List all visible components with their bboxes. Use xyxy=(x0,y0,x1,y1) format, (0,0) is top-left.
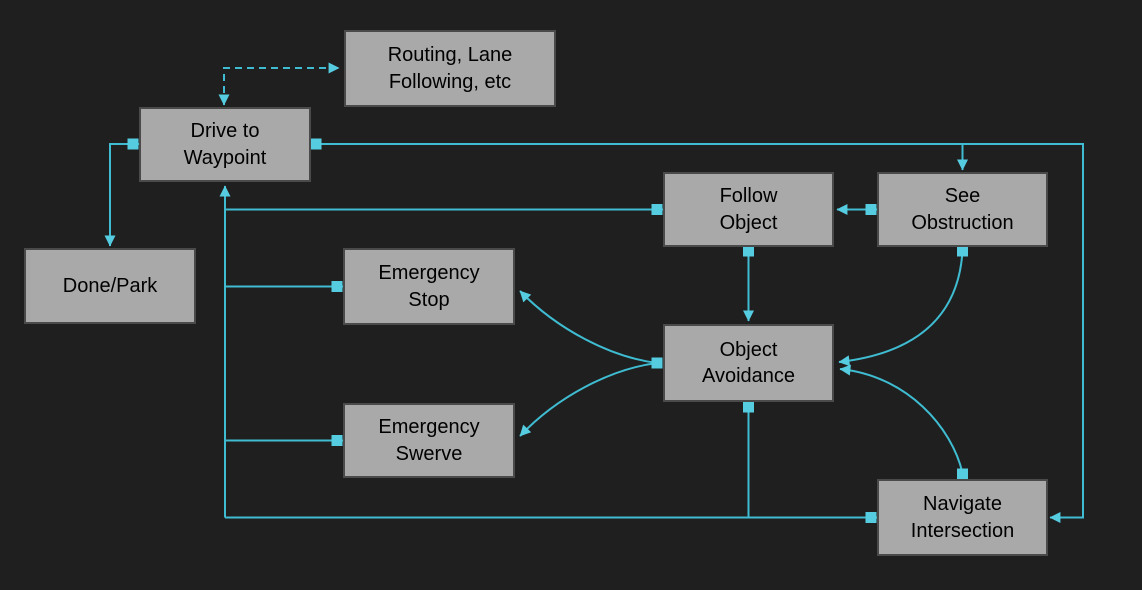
source-connector-square xyxy=(127,138,139,150)
edge-drive-to-waypoint-to-see-obstruction xyxy=(311,143,968,171)
state-node-emergency-stop[interactable]: Emergency Stop xyxy=(343,248,515,325)
state-node-emergency-swerve[interactable]: Emergency Swerve xyxy=(343,403,515,478)
state-label: Emergency Stop xyxy=(378,262,480,311)
edge-drive-to-waypoint-to-done-park xyxy=(104,143,139,247)
state-label: Done/Park xyxy=(62,274,158,297)
source-connector-square xyxy=(651,357,663,369)
edge-navigate-intersection-to-object-avoidance xyxy=(839,364,964,474)
state-label: Drive to Waypoint xyxy=(183,120,267,169)
edge-see-obstruction-to-object-avoidance xyxy=(838,250,964,367)
source-connector-square xyxy=(865,512,877,523)
source-connector-square xyxy=(743,401,754,413)
source-connector-square xyxy=(331,435,343,446)
state-node-object-avoidance[interactable]: Object Avoidance xyxy=(663,324,834,402)
source-connector-square xyxy=(331,281,343,292)
state-label: Emergency Swerve xyxy=(378,416,480,465)
edge-drive-to-waypoint-to-navigate-intersection xyxy=(311,143,1084,523)
source-connector-square xyxy=(310,138,322,150)
source-connector-square xyxy=(743,245,754,257)
state-label: Routing, Lane Following, etc xyxy=(387,44,513,93)
edge-drive-to-waypoint-to-routing-lane-following xyxy=(218,62,340,106)
edge-object-avoidance-to-emergency-swerve xyxy=(519,362,658,437)
source-connector-square xyxy=(865,204,877,215)
source-connector-square xyxy=(957,468,968,480)
source-connector-square xyxy=(957,245,968,257)
state-node-routing-lane-following[interactable]: Routing, Lane Following, etc xyxy=(344,30,556,107)
state-node-drive-to-waypoint[interactable]: Drive to Waypoint xyxy=(139,107,311,182)
edge-object-avoidance-to-emergency-stop xyxy=(519,290,658,364)
state-node-done-park[interactable]: Done/Park xyxy=(24,248,196,324)
source-connector-square xyxy=(651,204,663,215)
state-node-follow-object[interactable]: Follow Object xyxy=(663,172,834,247)
state-label: Navigate Intersection xyxy=(910,493,1015,542)
state-node-navigate-intersection[interactable]: Navigate Intersection xyxy=(877,479,1048,556)
state-node-see-obstruction[interactable]: See Obstruction xyxy=(877,172,1048,247)
state-label: Follow Object xyxy=(719,185,778,234)
state-label: Object Avoidance xyxy=(701,338,796,387)
state-label: See Obstruction xyxy=(911,185,1014,234)
